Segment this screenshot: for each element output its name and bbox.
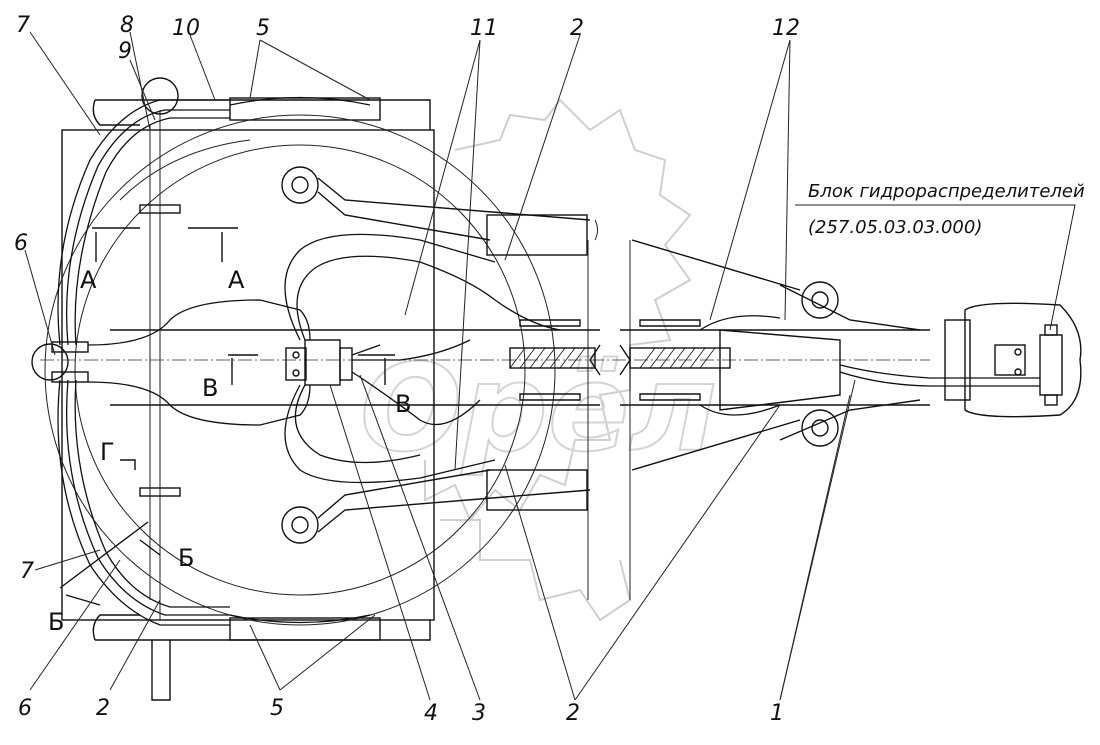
callout-6-bottom: 6 [18, 696, 32, 721]
distributor-block [839, 302, 1082, 418]
section-mark-v1: В [202, 374, 218, 402]
callout-5-bottom: 5 [270, 696, 284, 721]
callout-2-bottom: 2 [96, 696, 110, 721]
callout-4: 4 [424, 701, 438, 726]
watermark-text: Орёл [360, 340, 717, 479]
section-mark-a1: А [80, 266, 97, 294]
callout-1: 1 [770, 701, 784, 726]
center-valve-block [285, 339, 353, 386]
callout-2-top: 2 [570, 16, 584, 41]
section-mark-g: Г [100, 438, 115, 466]
callout-8: 8 [120, 13, 134, 38]
leader-lines [24, 31, 1076, 701]
wheel-arcs [44, 114, 556, 626]
caption-line-1: Блок гидрораспределителей [808, 181, 1085, 202]
callout-11: 11 [470, 16, 498, 41]
callout-7-bottom: 7 [20, 559, 34, 584]
break-lines [587, 219, 631, 600]
callout-7-top: 7 [16, 13, 30, 38]
section-mark-b1: Б [178, 544, 194, 572]
callout-9: 9 [118, 39, 132, 64]
callout-6-left: 6 [14, 231, 28, 256]
section-lines [59, 227, 395, 606]
section-mark-v2: В [395, 390, 411, 418]
section-mark-b2: Б [48, 608, 64, 636]
callout-12: 12 [772, 16, 800, 41]
boom-arms [281, 166, 921, 544]
section-mark-a2: А [228, 266, 245, 294]
caption-line-2: (257.05.03.03.000) [808, 217, 982, 238]
callout-10: 10 [172, 16, 200, 41]
central-beam [40, 319, 930, 406]
callout-5-top: 5 [256, 16, 270, 41]
left-hose-loops [31, 96, 371, 626]
callout-2-bottom-mid: 2 [566, 701, 580, 726]
callout-3: 3 [472, 701, 486, 726]
